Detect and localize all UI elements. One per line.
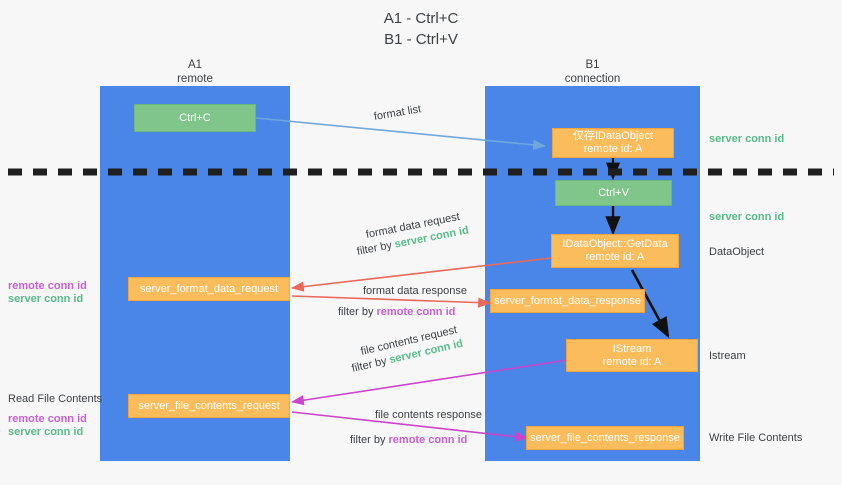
left-label-remote-conn-id-1: remote conn id (8, 280, 87, 292)
node-idataobject-line2: remote id: A (583, 143, 643, 155)
node-server-format-data-request[interactable]: server_format_data_request (128, 277, 290, 301)
filter-value-remote-conn-id: remote conn id (376, 306, 456, 318)
node-ctrl-v-line1: Ctrl+V (598, 186, 629, 199)
node-idataobject[interactable]: 仅存IDataObject remote id: A (552, 128, 674, 158)
filter-value-remote-conn-id: remote conn id (388, 434, 468, 446)
node-server-file-contents-request-label: server_file_contents_request (138, 399, 280, 412)
right-label-istream: Istream (709, 350, 746, 362)
node-server-file-contents-response[interactable]: server_file_contents_response (526, 426, 684, 450)
left-label-server-conn-id-2: server conn id (8, 426, 84, 438)
filter-prefix: filter by (355, 238, 396, 258)
node-ctrl-v[interactable]: Ctrl+V (555, 180, 672, 206)
lane-header-a1: A1 remote (100, 58, 290, 86)
right-label-server-conn-id-top: server conn id (709, 133, 785, 145)
node-idataobject-line1: 仅存IDataObject (572, 130, 654, 142)
node-server-format-data-request-label: server_format_data_request (139, 282, 279, 295)
node-istream[interactable]: IStream remote id: A (566, 339, 698, 372)
node-istream-line2: remote id: A (602, 355, 662, 368)
lane-a1-name: A1 (187, 59, 203, 71)
lane-b1-name: B1 (585, 59, 600, 71)
right-label-server-conn-id-mid: server conn id (709, 211, 785, 223)
node-istream-line1: IStream (612, 342, 652, 355)
node-ctrl-c-line1: Ctrl+C (179, 111, 211, 124)
arrow-label-format-list: format list (373, 103, 423, 123)
node-ctrl-c[interactable]: Ctrl+C (134, 104, 256, 132)
node-server-format-data-response-label: server_format_data_response (494, 294, 641, 307)
node-getdata-line1: IDataObject::GetData (562, 238, 668, 250)
lane-a1-sub: remote (177, 73, 213, 85)
filter-prefix: filter by (350, 354, 391, 375)
node-server-format-data-response[interactable]: server_format_data_response (490, 289, 645, 313)
left-label-server-conn-id-1: server conn id (8, 293, 84, 305)
title-line-1: A1 - Ctrl+C (383, 10, 459, 27)
arrow-label-format-data-response: format data response (363, 285, 467, 297)
right-label-dataobject: DataObject (709, 246, 765, 258)
diagram-title: A1 - Ctrl+C B1 - Ctrl+V (0, 8, 842, 50)
node-server-file-contents-request[interactable]: server_file_contents_request (128, 394, 290, 418)
node-server-file-contents-response-label: server_file_contents_response (530, 431, 680, 444)
lane-header-b1: B1 connection (485, 58, 700, 86)
node-idataobject-getdata[interactable]: IDataObject::GetData remote id: A (551, 234, 679, 268)
left-label-remote-conn-id-2: remote conn id (8, 413, 87, 425)
lane-b1-sub: connection (564, 73, 621, 85)
node-getdata-line2: remote id: A (585, 251, 645, 263)
filter-prefix: filter by (350, 434, 389, 446)
arrow-label-file-contents-response: file contents response (375, 409, 483, 421)
filter-prefix: filter by (338, 306, 377, 318)
left-label-read-file-contents: Read File Contents (8, 393, 103, 405)
arrow-label-format-data-response-filter: filter by remote conn id (338, 305, 455, 319)
arrow-label-file-contents-response-filter: filter by remote conn id (350, 433, 467, 447)
title-line-2: B1 - Ctrl+V (384, 31, 458, 48)
right-label-write-file-contents: Write File Contents (709, 432, 803, 444)
